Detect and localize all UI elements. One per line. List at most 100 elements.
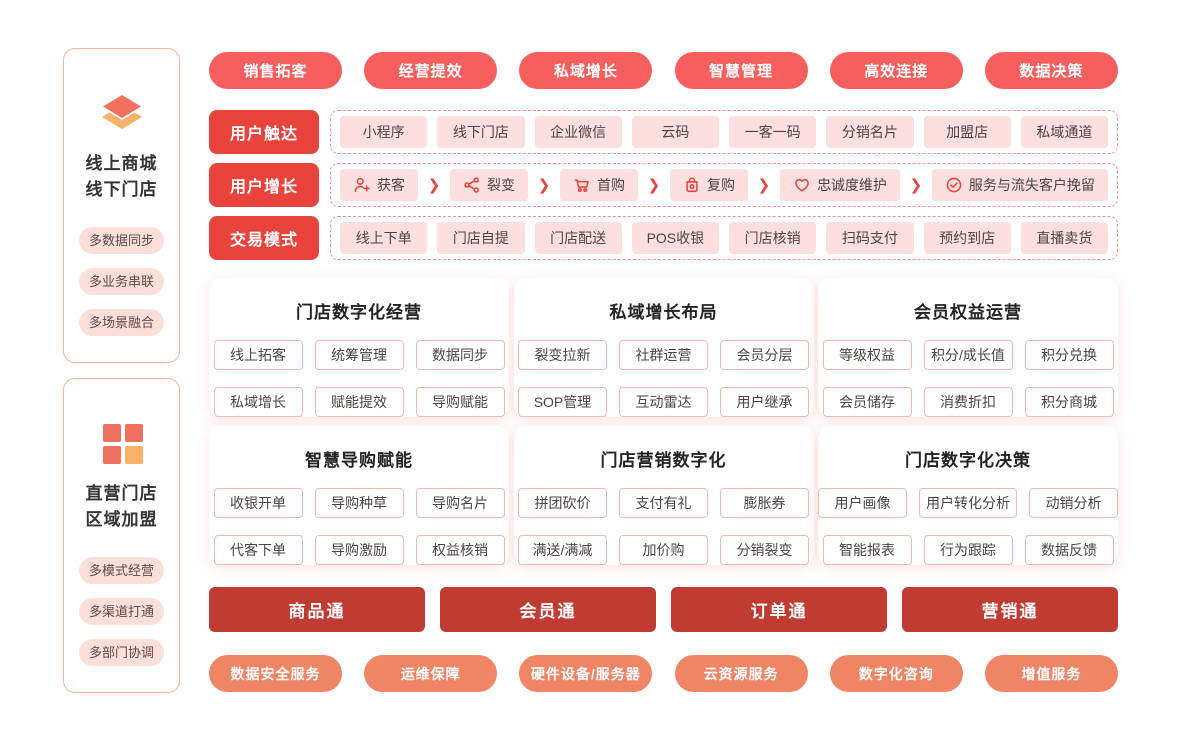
card-chip: 导购赋能 <box>415 387 505 417</box>
card-chip: 数据同步 <box>415 340 505 370</box>
card-chip: 智能报表 <box>822 535 912 565</box>
top-pill-efficiency[interactable]: 经营提效 <box>364 52 498 89</box>
card-chip: 互动雷达 <box>619 387 708 417</box>
main-panel: 销售拓客 经营提效 私域增长 智慧管理 高效连接 数据决策 用户触达 小程序 线… <box>209 52 1118 702</box>
growth-step-repurchase: 复购 <box>669 169 748 201</box>
card-chip-row: 线上拓客 统筹管理 数据同步 <box>213 340 505 370</box>
service-pill-ops[interactable]: 运维保障 <box>364 655 498 692</box>
row-label-transaction-mode[interactable]: 交易模式 <box>209 216 319 260</box>
chevron-right-icon <box>758 176 771 194</box>
transaction-chip: 门店配送 <box>534 222 622 254</box>
chevron-right-icon <box>648 176 661 194</box>
card-title: 会员权益运营 <box>914 303 1022 322</box>
marketing-tong-button[interactable]: 营销通 <box>902 587 1118 632</box>
tong-button-row: 商品通 会员通 订单通 营销通 <box>209 587 1118 632</box>
growth-step-label: 忠诚度维护 <box>816 177 887 193</box>
reach-chip: 加盟店 <box>923 116 1011 148</box>
card-store-marketing: 门店营销数字化 拼团砍价 支付有礼 膨胀券 满送/满减 加价购 分销裂变 <box>513 426 814 565</box>
reach-chip: 云码 <box>631 116 719 148</box>
card-private-domain-growth: 私域增长布局 裂变拉新 社群运营 会员分层 SOP管理 互动雷达 用户继承 <box>513 278 814 417</box>
card-title: 私域增长布局 <box>609 303 718 322</box>
card-chip: 导购种草 <box>314 488 404 518</box>
cart-icon <box>574 179 589 193</box>
transaction-chip: 门店自提 <box>437 222 525 254</box>
card-chip-row: SOP管理 互动雷达 用户继承 <box>518 387 809 417</box>
growth-step-first-purchase: 首购 <box>559 169 638 201</box>
sidebar-title-line: 区域加盟 <box>85 510 158 529</box>
growth-step-retention: 服务与流失客户挽留 <box>931 169 1108 201</box>
card-chip: 统筹管理 <box>314 340 404 370</box>
card-chip-row: 等级权益 积分/成长值 积分兑换 <box>822 340 1114 370</box>
top-pill-sales[interactable]: 销售拓客 <box>209 52 342 89</box>
circle-check-icon <box>946 177 962 193</box>
sidebar-box-online-offline: 线上商城 线下门店 多数据同步 多业务串联 多场景融合 <box>63 48 180 363</box>
top-pill-connect[interactable]: 高效连接 <box>829 52 963 89</box>
reach-chip: 线下门店 <box>437 116 525 148</box>
card-chip: 裂变拉新 <box>518 340 607 370</box>
card-chip: 赋能提效 <box>314 387 404 417</box>
row-label-user-growth[interactable]: 用户增长 <box>209 163 319 207</box>
card-chip: 积分商城 <box>1024 387 1114 417</box>
member-tong-button[interactable]: 会员通 <box>440 587 656 632</box>
service-pill-value-added[interactable]: 增值服务 <box>984 655 1118 692</box>
card-chip-row: 会员储存 消费折扣 积分商城 <box>822 387 1114 417</box>
sidebar-tag: 多数据同步 <box>78 227 164 254</box>
card-chip-row: 用户画像 用户转化分析 动销分析 <box>818 488 1118 518</box>
reach-chip: 分销名片 <box>826 116 914 148</box>
card-title: 门店营销数字化 <box>600 451 727 470</box>
card-chip: 会员储存 <box>822 387 912 417</box>
service-pill-consulting[interactable]: 数字化咨询 <box>829 655 963 692</box>
sidebar-title-line: 线下门店 <box>85 180 158 199</box>
card-chip: 等级权益 <box>822 340 912 370</box>
growth-step-label: 获客 <box>377 177 405 193</box>
card-chip: 导购名片 <box>415 488 505 518</box>
card-chip-row: 拼团砍价 支付有礼 膨胀券 <box>518 488 809 518</box>
card-chip: 用户继承 <box>720 387 809 417</box>
top-pill-data-decision[interactable]: 数据决策 <box>984 52 1118 89</box>
card-chip-row: 收银开单 导购种草 导购名片 <box>213 488 505 518</box>
card-chip: 会员分层 <box>720 340 809 370</box>
card-chip: 线上拓客 <box>213 340 303 370</box>
reach-chip: 小程序 <box>340 116 428 148</box>
card-chip: 收银开单 <box>213 488 303 518</box>
product-tong-button[interactable]: 商品通 <box>209 587 425 632</box>
chevron-right-icon <box>910 176 923 194</box>
service-pill-data-security[interactable]: 数据安全服务 <box>209 655 342 692</box>
sidebar-title-line: 直营门店 <box>85 484 158 503</box>
card-chip: 加价购 <box>619 535 708 565</box>
row-label-user-reach[interactable]: 用户触达 <box>209 110 319 154</box>
card-chip: 权益核销 <box>415 535 505 565</box>
top-pill-smart-mgmt[interactable]: 智慧管理 <box>674 52 808 89</box>
chevron-right-icon <box>538 176 551 194</box>
share-nodes-icon <box>464 177 479 193</box>
sidebar-tag: 多场景融合 <box>78 309 164 336</box>
card-chip: 导购激励 <box>314 535 404 565</box>
service-pill-cloud[interactable]: 云资源服务 <box>674 655 808 692</box>
service-pill-hardware[interactable]: 硬件设备/服务器 <box>519 655 653 692</box>
card-chip: 用户转化分析 <box>919 488 1017 518</box>
card-title: 智慧导购赋能 <box>305 451 413 470</box>
layers-icon <box>98 91 146 135</box>
transaction-chip: 门店核销 <box>729 222 817 254</box>
growth-step-acquire: 获客 <box>340 169 418 201</box>
row-box-transaction-mode: 线上下单 门店自提 门店配送 POS收银 门店核销 扫码支付 预约到店 直播卖货 <box>330 216 1118 260</box>
card-chip: SOP管理 <box>518 387 607 417</box>
sidebar-title: 线上商城 线下门店 <box>86 151 158 203</box>
order-tong-button[interactable]: 订单通 <box>671 587 887 632</box>
row-transaction-mode: 交易模式 线上下单 门店自提 门店配送 POS收银 门店核销 扫码支付 预约到店… <box>209 216 1118 260</box>
card-chip: 膨胀券 <box>720 488 809 518</box>
card-member-benefits: 会员权益运营 等级权益 积分/成长值 积分兑换 会员储存 消费折扣 积分商城 <box>818 278 1118 417</box>
card-chip-row: 代客下单 导购激励 权益核销 <box>213 535 505 565</box>
growth-step-label: 复购 <box>706 177 735 193</box>
sidebar-tag: 多渠道打通 <box>78 598 164 625</box>
top-pill-private-domain[interactable]: 私域增长 <box>519 52 653 89</box>
heart-icon <box>795 178 809 192</box>
growth-step-label: 首购 <box>596 177 625 193</box>
card-chip: 积分兑换 <box>1024 340 1114 370</box>
bag-icon <box>686 177 698 193</box>
card-store-decision: 门店数字化决策 用户画像 用户转化分析 动销分析 智能报表 行为跟踪 数据反馈 <box>818 426 1118 565</box>
sidebar-tags: 多模式经营 多渠道打通 多部门协调 <box>78 557 164 666</box>
transaction-chip: 预约到店 <box>923 222 1011 254</box>
service-pill-row: 数据安全服务 运维保障 硬件设备/服务器 云资源服务 数字化咨询 增值服务 <box>209 655 1118 692</box>
